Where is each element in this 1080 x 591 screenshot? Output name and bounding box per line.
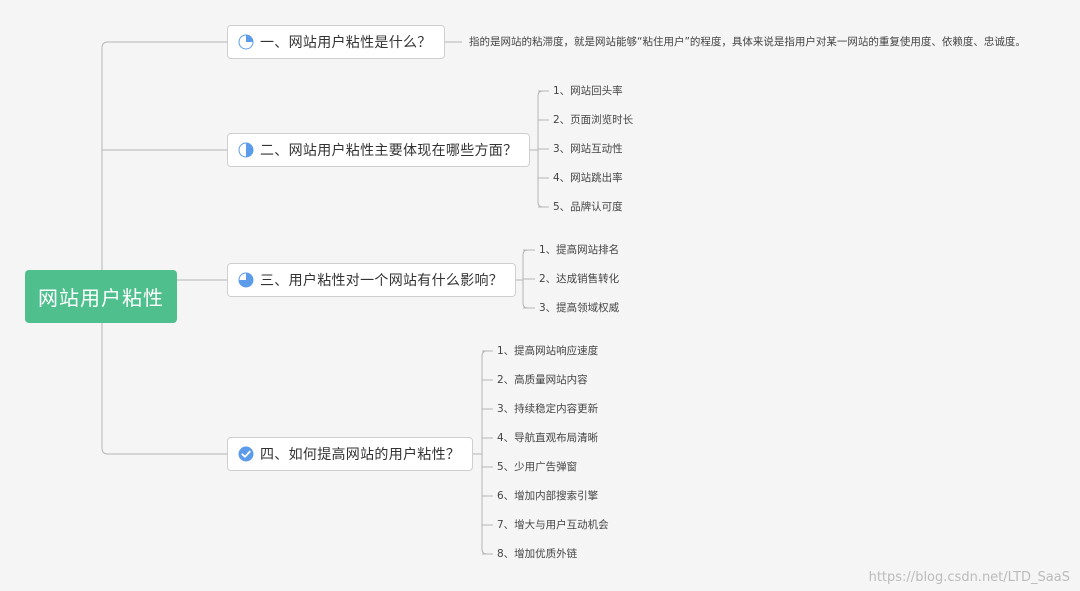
topic-label: 三、用户粘性对一个网站有什么影响？ xyxy=(260,273,504,289)
leaf-definition[interactable]: 指的是网站的粘滞度，就是网站能够“粘住用户”的程度，具体来说是指用户对某一网站的… xyxy=(469,36,1026,48)
leaf-item[interactable]: 5、品牌认可度 xyxy=(553,201,623,213)
watermark: https://blog.csdn.net/LTD_SaaS xyxy=(868,570,1070,585)
leaf-item[interactable]: 4、网站跳出率 xyxy=(553,172,623,184)
leaf-item[interactable]: 6、增加内部搜索引擎 xyxy=(497,490,599,502)
progress-pie-icon xyxy=(238,142,254,158)
topic-label: 二、网站用户粘性主要体现在哪些方面？ xyxy=(260,143,518,159)
progress-pie-icon xyxy=(238,272,254,288)
leaf-item[interactable]: 3、提高领域权威 xyxy=(539,302,620,314)
leaf-item[interactable]: 3、网站互动性 xyxy=(553,143,623,155)
leaf-item[interactable]: 4、导航直观布局清晰 xyxy=(497,432,599,444)
check-circle-icon xyxy=(238,446,254,462)
leaf-item[interactable]: 1、提高网站排名 xyxy=(539,244,620,256)
root-label: 网站用户粘性 xyxy=(38,286,164,310)
topic-label: 四、如何提高网站的用户粘性？ xyxy=(260,447,461,463)
topic-node-4[interactable]: 四、如何提高网站的用户粘性？ xyxy=(227,437,474,471)
leaf-item[interactable]: 2、页面浏览时长 xyxy=(553,114,634,126)
leaf-item[interactable]: 3、持续稳定内容更新 xyxy=(497,403,599,415)
leaf-item[interactable]: 5、少用广告弹窗 xyxy=(497,461,578,473)
leaf-item[interactable]: 7、增大与用户互动机会 xyxy=(497,519,609,531)
topic-node-3[interactable]: 三、用户粘性对一个网站有什么影响？ xyxy=(227,263,517,297)
topic-node-1[interactable]: 一、网站用户粘性是什么？ xyxy=(227,25,445,59)
leaf-item[interactable]: 8、增加优质外链 xyxy=(497,548,578,560)
leaf-item[interactable]: 1、网站回头率 xyxy=(553,85,623,97)
progress-pie-icon xyxy=(238,34,254,50)
leaf-item[interactable]: 2、达成销售转化 xyxy=(539,273,620,285)
topic-label: 一、网站用户粘性是什么？ xyxy=(260,35,432,51)
leaf-item[interactable]: 2、高质量网站内容 xyxy=(497,374,588,386)
topic-node-2[interactable]: 二、网站用户粘性主要体现在哪些方面？ xyxy=(227,133,531,167)
root-node[interactable]: 网站用户粘性 xyxy=(25,270,177,323)
leaf-item[interactable]: 1、提高网站响应速度 xyxy=(497,345,599,357)
